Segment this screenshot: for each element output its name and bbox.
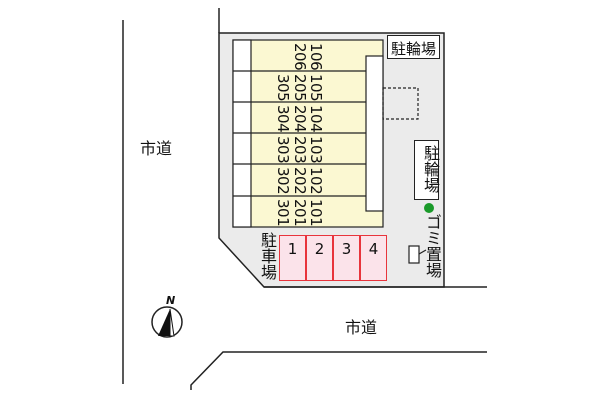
bike-parking-right: 駐輪場 <box>414 140 440 200</box>
bike-parking-top: 駐輪場 <box>387 35 440 59</box>
parking-label: 駐車場 <box>258 232 277 280</box>
garbage-label: ゴミ置場 <box>423 214 442 278</box>
unit-number: 301 <box>274 199 292 227</box>
unit-number: 105 <box>307 74 325 102</box>
road-label-west: 市道 <box>140 139 173 158</box>
dashed-area <box>382 87 419 120</box>
unit-number: 305 <box>274 74 292 102</box>
corridor <box>365 55 384 212</box>
unit-number: 206 <box>291 43 309 71</box>
unit-number: 302 <box>274 167 292 195</box>
unit-number: 104 <box>307 105 325 133</box>
unit-number: 102 <box>307 167 325 195</box>
parking-space-1: 1 <box>279 235 306 281</box>
compass-icon <box>151 306 183 338</box>
unit-number: 106 <box>307 43 325 71</box>
small-box <box>408 245 420 264</box>
unit-number: 202 <box>291 167 309 195</box>
road-label-south: 市道 <box>345 318 378 337</box>
unit-number: 304 <box>274 105 292 133</box>
unit-number: 201 <box>291 199 309 227</box>
road-edge-lower <box>190 351 487 390</box>
parking-space-3: 3 <box>333 235 360 281</box>
unit-number: 303 <box>274 136 292 164</box>
unit-number: 203 <box>291 136 309 164</box>
parking-space-4: 4 <box>360 235 387 281</box>
unit-number: 205 <box>291 74 309 102</box>
unit-number: 101 <box>307 199 325 227</box>
parking-space-2: 2 <box>306 235 333 281</box>
compass-north-label: N <box>166 294 176 307</box>
parking-spaces: 1 2 3 4 <box>279 235 387 281</box>
unit-number: 204 <box>291 105 309 133</box>
garbage-dot <box>424 203 434 213</box>
unit-number: 103 <box>307 136 325 164</box>
